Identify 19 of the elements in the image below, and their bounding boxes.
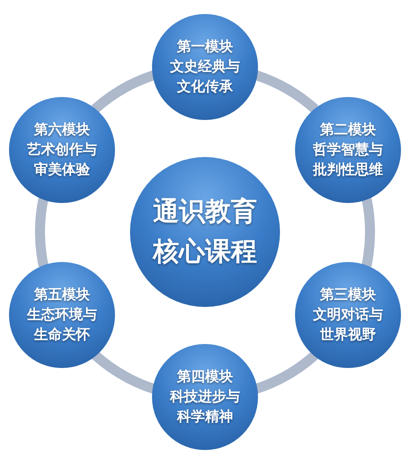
ring-connector — [35, 197, 48, 267]
ring-connector — [92, 350, 156, 394]
module-title: 艺术创作与审美体验 — [26, 140, 98, 180]
module-number: 第三模块 — [320, 286, 376, 304]
module-title: 科技进步与科学精神 — [168, 388, 241, 427]
module-title: 文明对话与世界视野 — [312, 306, 384, 344]
module-number: 第二模块 — [320, 120, 376, 140]
module-title: 生态环境与生命关怀 — [26, 306, 98, 344]
module-number: 第一模块 — [177, 38, 233, 57]
module-number: 第五模块 — [34, 286, 90, 304]
hub-title: 通识教育核心课程 — [151, 196, 258, 269]
module-title: 文史经典与文化传承 — [168, 58, 241, 97]
ring-connector — [254, 70, 318, 114]
ring-connector — [362, 197, 375, 267]
ring-connector — [92, 70, 156, 114]
ring-connector — [254, 350, 318, 394]
module-title: 哲学智慧与批判性思维 — [312, 140, 384, 180]
module-number: 第四模块 — [177, 368, 233, 387]
module-number: 第六模块 — [34, 120, 90, 140]
